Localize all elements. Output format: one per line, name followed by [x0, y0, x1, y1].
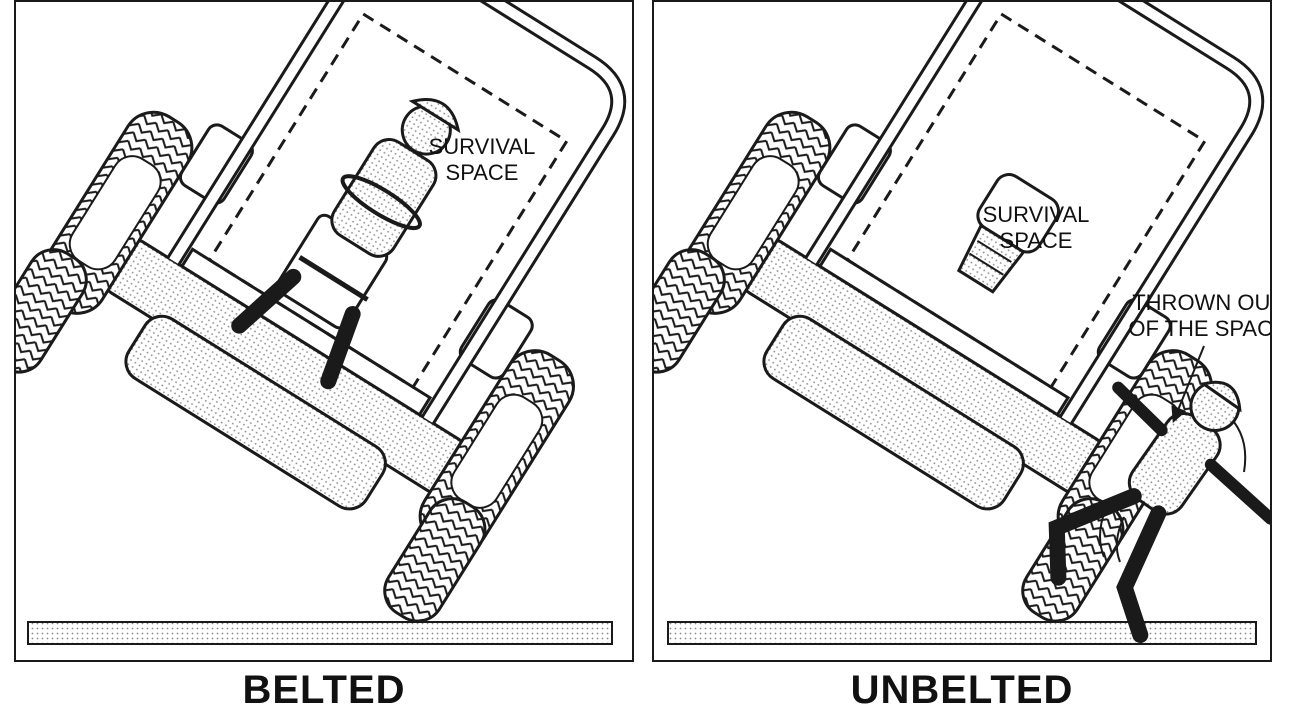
right-wheel — [383, 298, 575, 623]
ground — [667, 621, 1257, 645]
operator-cap — [408, 97, 461, 134]
fender — [1096, 298, 1172, 380]
motion-line — [1115, 516, 1125, 563]
operator-arms — [1112, 381, 1270, 525]
rollover-bar-inner — [169, 2, 624, 423]
engine-housing — [762, 314, 1025, 511]
motion-line — [1233, 421, 1247, 473]
fender — [458, 298, 534, 380]
empty-seat — [956, 173, 1060, 294]
tractor-unbelted — [654, 2, 1265, 623]
belted-illustration: SURVIVAL SPACE — [16, 2, 627, 645]
engine-housing — [124, 314, 387, 511]
unbelted-caption: UNBELTED — [850, 668, 1074, 712]
unbelted-panel: SURVIVAL SPACE THROWN OUT OF THE SPACE — [652, 0, 1272, 662]
unbelted-illustration: SURVIVAL SPACE THROWN OUT OF THE SPACE — [654, 2, 1270, 645]
fender — [178, 123, 254, 205]
seat-belt — [298, 255, 369, 302]
fender — [816, 123, 892, 205]
callout-arrow — [1171, 345, 1205, 423]
thrown-operator — [1048, 380, 1270, 644]
tractor-belted — [16, 2, 627, 623]
survival-space-zone — [845, 11, 1207, 390]
callout-label-line1: THROWN OUT — [1132, 290, 1270, 315]
motion-line — [1099, 501, 1110, 558]
left-wheel — [16, 110, 254, 374]
belted-operator — [231, 97, 461, 390]
ground — [27, 621, 613, 645]
operator-legs — [231, 268, 361, 390]
operator-cap — [1200, 380, 1242, 413]
operator-legs — [1048, 488, 1167, 644]
survival-space-label-line2: SPACE — [1000, 228, 1073, 253]
survival-space-label-line1: SURVIVAL — [983, 202, 1090, 227]
callout-label-line2: OF THE SPACE — [1128, 316, 1270, 341]
left-wheel — [654, 110, 892, 374]
survival-space-label-line1: SURVIVAL — [429, 134, 536, 159]
steering-wheel — [340, 174, 422, 231]
survival-space-label-line2: SPACE — [446, 160, 519, 185]
belted-caption: BELTED — [242, 668, 406, 712]
belted-panel: SURVIVAL SPACE — [14, 0, 634, 662]
rollover-bar-inner — [807, 2, 1262, 423]
